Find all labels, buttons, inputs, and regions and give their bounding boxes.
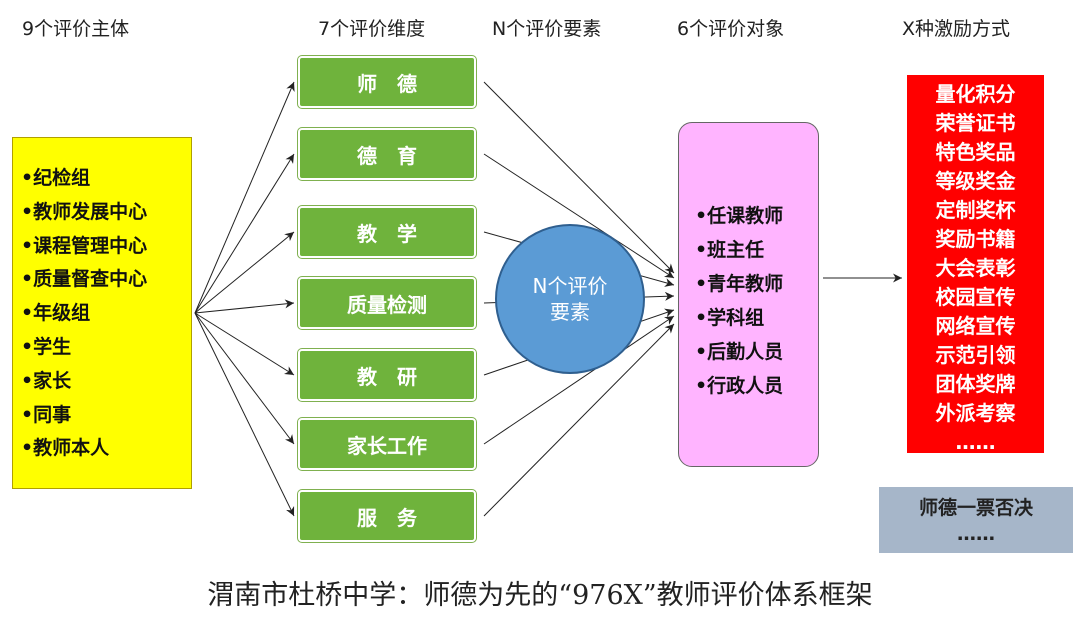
- incentive-item: 网络宣传: [935, 314, 1016, 338]
- incentive-item: 量化积分: [935, 82, 1016, 106]
- dimension-box: 德 育: [298, 128, 476, 180]
- dimension-box: 教 研: [298, 349, 476, 401]
- dimension-box: 师 德: [298, 56, 476, 108]
- subject-to-dimension-arrow: [194, 299, 295, 314]
- subject-to-dimension-arrow: [194, 231, 295, 314]
- incentives-box: 量化积分 荣誉证书 特色奖品 等级奖金 定制奖杯 奖励书籍 大会表彰 校园宣传 …: [907, 75, 1044, 454]
- dimension-box: 教 学: [298, 206, 476, 258]
- subject-item: •学生: [21, 335, 72, 358]
- dimension-to-object-arrow: [483, 323, 675, 517]
- objects-box: •任课教师 •班主任 •青年教师 •学科组 •后勤人员 •行政人员: [678, 122, 819, 467]
- incentive-item: 团体奖牌: [935, 372, 1016, 396]
- object-item: •班主任: [695, 239, 765, 261]
- subject-to-dimension-arrow: [194, 81, 295, 314]
- diagram-caption: 渭南市杜桥中学：师德为先的“976X”教师评价体系框架: [207, 580, 873, 611]
- incentive-item: ……: [955, 430, 996, 454]
- subject-item: •家长: [21, 369, 72, 392]
- incentive-item: 示范引领: [935, 343, 1016, 367]
- subject-item: •年级组: [21, 302, 91, 325]
- incentive-item: 外派考察: [935, 401, 1016, 425]
- incentive-item: 大会表彰: [935, 256, 1016, 280]
- header-dimensions: 7个评价维度: [318, 18, 426, 40]
- veto-title: 师德一票否决: [918, 497, 1033, 519]
- dimension-box: 质量检测: [298, 277, 476, 329]
- dimension-box: 服 务: [298, 490, 476, 542]
- incentive-item: 特色奖品: [935, 140, 1016, 164]
- subjects-box: •纪检组 •教师发展中心 •课程管理中心 •质量督查中心 •年级组 •学生 •家…: [12, 137, 192, 489]
- incentive-item: 校园宣传: [935, 285, 1016, 309]
- header-incentives: X种激励方式: [902, 18, 1011, 40]
- incentive-item: 奖励书籍: [935, 227, 1016, 251]
- object-item: •行政人员: [695, 375, 784, 397]
- dimension-to-object-arrow: [483, 81, 675, 274]
- object-item: •青年教师: [695, 273, 784, 295]
- subject-item: •质量督查中心: [21, 268, 148, 291]
- incentive-item: 荣誉证书: [935, 111, 1016, 135]
- header-objects: 6个评价对象: [677, 18, 785, 40]
- subject-item: •教师本人: [21, 437, 110, 460]
- subject-to-dimension-arrow: [194, 312, 295, 445]
- subject-to-dimension-arrow: [194, 312, 295, 517]
- subject-item: •同事: [21, 403, 72, 426]
- object-item: •学科组: [695, 307, 765, 329]
- subject-item: •教师发展中心: [21, 200, 148, 223]
- veto-ellipsis: ……: [957, 523, 995, 545]
- incentive-item: 定制奖杯: [935, 198, 1016, 222]
- subject-item: •纪检组: [21, 167, 91, 189]
- header-subjects: 9个评价主体: [22, 18, 130, 40]
- subject-to-dimension-arrow: [194, 153, 295, 314]
- veto-box: 师德一票否决 ……: [879, 487, 1073, 553]
- header-elements: N个评价要素: [492, 18, 602, 40]
- subject-item: •课程管理中心: [21, 234, 148, 257]
- object-item: •任课教师: [695, 205, 784, 227]
- dimension-box: 家长工作: [298, 418, 476, 470]
- elements-circle-label: N个评价要素: [532, 274, 608, 324]
- incentive-item: 等级奖金: [935, 169, 1016, 193]
- dimension-to-object-arrow: [483, 153, 675, 279]
- subject-to-dimension-arrow: [194, 312, 295, 376]
- dimension-to-object-arrow: [483, 315, 675, 445]
- elements-circle: N个评价要素: [495, 224, 645, 374]
- object-item: •后勤人员: [695, 341, 784, 363]
